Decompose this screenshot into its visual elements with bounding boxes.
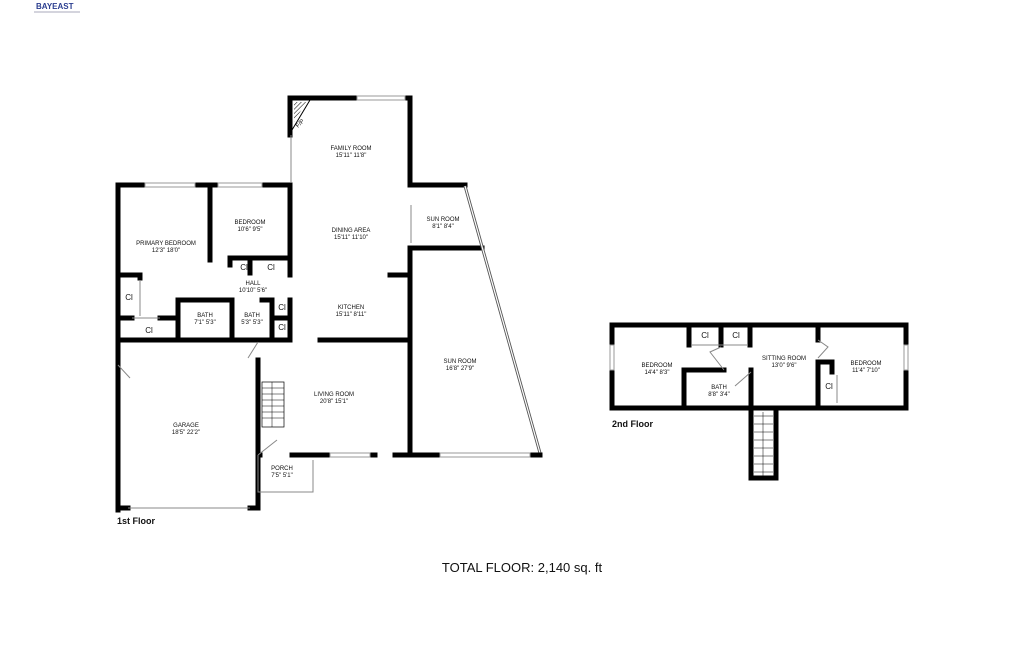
- svg-text:14'4" 8'3": 14'4" 8'3": [645, 370, 670, 376]
- room-bedroom: BEDROOM: [234, 220, 265, 226]
- room-sun-room-large: SUN ROOM: [444, 359, 477, 365]
- svg-text:15'11" 11'8": 15'11" 11'8": [336, 153, 367, 159]
- svg-text:20'8" 15'1": 20'8" 15'1": [320, 399, 348, 405]
- room-bath-2: BATH: [244, 313, 260, 319]
- svg-text:15'11" 8'11": 15'11" 8'11": [336, 312, 367, 318]
- room-dining-area: DINING AREA: [332, 228, 371, 234]
- svg-text:11'4" 7'10": 11'4" 7'10": [852, 368, 880, 374]
- room-sun-room-small: SUN ROOM: [427, 217, 460, 223]
- svg-text:13'0" 9'6": 13'0" 9'6": [772, 363, 797, 369]
- total-floor-area: TOTAL FLOOR: 2,140 sq. ft: [442, 560, 603, 575]
- closet-label: Cl: [732, 331, 740, 340]
- room-hall: HALL: [245, 281, 261, 287]
- svg-text:15'11" 11'10": 15'11" 11'10": [334, 235, 368, 241]
- svg-text:BAYEAST: BAYEAST: [36, 2, 74, 11]
- room-sitting-room: SITTING ROOM: [762, 356, 806, 362]
- svg-text:7'1" 5'3": 7'1" 5'3": [194, 320, 216, 326]
- svg-text:18'5" 22'2": 18'5" 22'2": [172, 430, 200, 436]
- brand-logo: BAYEAST: [34, 2, 80, 13]
- svg-text:5'3" 5'3": 5'3" 5'3": [241, 320, 263, 326]
- room-family-room: FAMILY ROOM: [330, 146, 371, 152]
- closet-label: Cl: [125, 293, 133, 302]
- svg-text:16'8" 27'9": 16'8" 27'9": [446, 366, 474, 372]
- first-floor-label: 1st Floor: [117, 516, 156, 526]
- first-floor-labels: FAMILY ROOM 15'11" 11'8" DINING AREA 15'…: [117, 119, 477, 526]
- closet-label: Cl: [825, 382, 833, 391]
- second-floor-label: 2nd Floor: [612, 419, 653, 429]
- second-floor-walls: [609, 322, 909, 481]
- room-bath-2nd: BATH: [711, 385, 727, 391]
- svg-text:8'8" 3'4": 8'8" 3'4": [708, 392, 730, 398]
- room-porch: PORCH: [271, 466, 293, 472]
- svg-text:12'3" 18'0": 12'3" 18'0": [152, 248, 180, 254]
- second-floor-labels: BEDROOM 14'4" 8'3" SITTING ROOM 13'0" 9'…: [612, 331, 882, 429]
- closet-label: Cl: [267, 263, 275, 272]
- closet-label: Cl: [240, 263, 248, 272]
- first-floor-walls: [115, 95, 543, 513]
- fireplace-label: F/P: [295, 119, 306, 130]
- room-living-room: LIVING ROOM: [314, 392, 354, 398]
- closet-label: Cl: [278, 323, 286, 332]
- room-bedroom-2a: BEDROOM: [641, 363, 672, 369]
- room-bedroom-2b: BEDROOM: [850, 361, 881, 367]
- closet-label: Cl: [701, 331, 709, 340]
- closet-label: Cl: [145, 326, 153, 335]
- svg-text:10'6" 9'5": 10'6" 9'5": [238, 227, 263, 233]
- svg-text:7'5" 5'1": 7'5" 5'1": [271, 473, 293, 479]
- svg-text:8'1" 8'4": 8'1" 8'4": [432, 224, 454, 230]
- room-bath-1: BATH: [197, 313, 213, 319]
- room-garage: GARAGE: [173, 423, 199, 429]
- room-kitchen: KITCHEN: [338, 305, 364, 311]
- room-primary-bedroom: PRIMARY BEDROOM: [136, 241, 196, 247]
- stairs-1st: [261, 381, 285, 428]
- svg-text:10'10" 5'6": 10'10" 5'6": [239, 288, 267, 294]
- closet-label: Cl: [278, 303, 286, 312]
- stairs-2nd: [748, 405, 779, 481]
